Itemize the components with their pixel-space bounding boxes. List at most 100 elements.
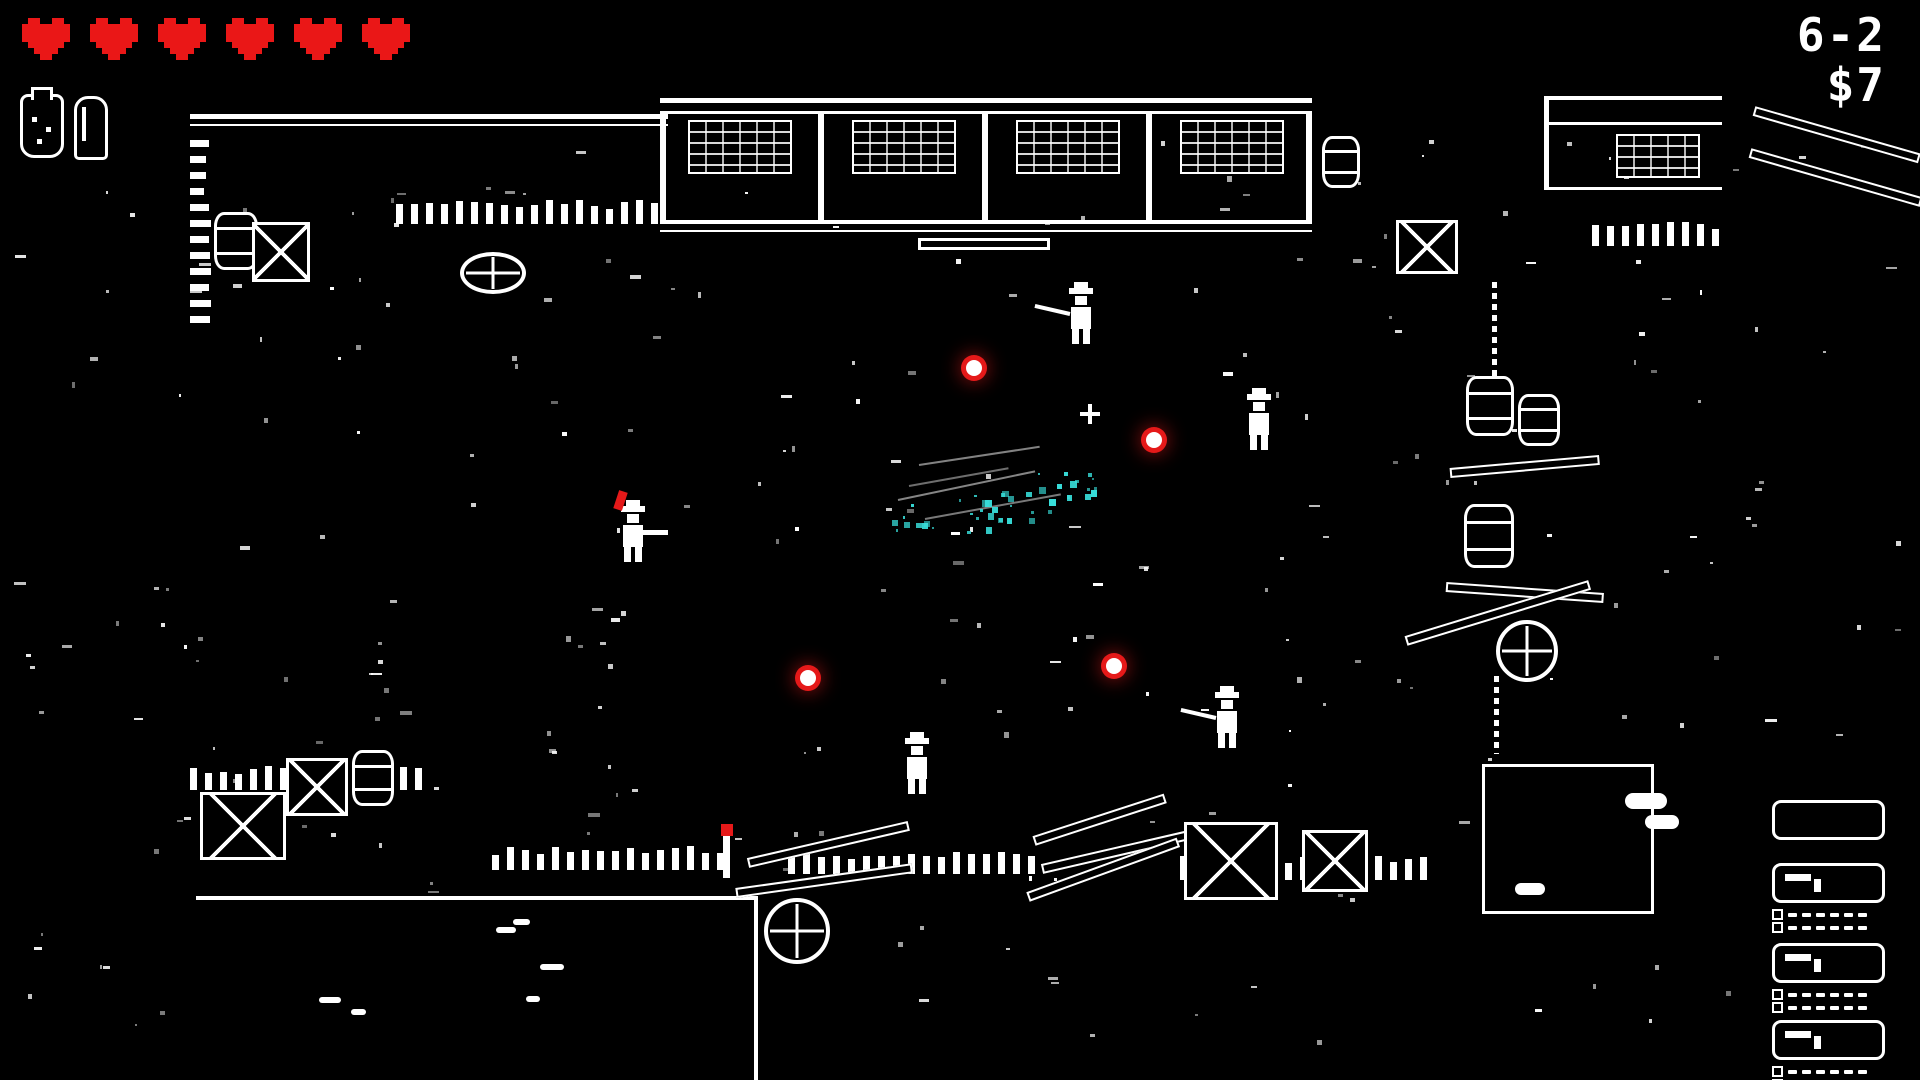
ammo-dash: [1816, 925, 1825, 930]
speck: [1050, 982, 1059, 985]
speck: [550, 400, 559, 405]
speck: [485, 186, 492, 190]
speck: [941, 678, 946, 684]
ammo-dash: [1788, 1069, 1797, 1074]
fence-post: [1682, 222, 1689, 246]
ammo-row: [1772, 989, 1867, 1000]
ammo-dash: [1802, 912, 1811, 917]
weapon-slot[interactable]: [1772, 800, 1885, 840]
gun-grip: [1814, 879, 1821, 892]
hat-top: [626, 500, 640, 508]
spark: [1075, 479, 1079, 484]
fence-post: [878, 856, 885, 874]
fence-post: [1697, 224, 1704, 246]
gun-barrel: [1785, 954, 1811, 961]
speck: [1473, 480, 1477, 486]
speck: [1690, 536, 1698, 539]
speck: [548, 749, 556, 753]
pouch-icon: [20, 94, 64, 158]
spark: [895, 529, 899, 532]
spark: [1093, 486, 1097, 490]
speck: [1765, 718, 1777, 723]
chain: [1492, 282, 1497, 380]
speck: [1139, 565, 1149, 569]
speck: [356, 344, 361, 350]
ammo-dash: [1858, 992, 1867, 997]
speck: [996, 710, 1003, 713]
brick-window: [1180, 120, 1284, 174]
money-counter: $7: [1826, 58, 1886, 112]
chain: [1494, 676, 1499, 754]
brick-window: [852, 120, 956, 174]
speck: [375, 716, 381, 722]
speck: [1251, 985, 1257, 989]
weapon-slot[interactable]: [1772, 1020, 1885, 1060]
speck: [783, 449, 787, 452]
ammo-dash: [1788, 912, 1797, 917]
speck: [597, 705, 603, 710]
speck: [1622, 714, 1628, 719]
speck: [1287, 784, 1292, 788]
speck: [183, 644, 187, 650]
spark: [892, 520, 899, 527]
barrel: [352, 750, 394, 806]
speck: [1003, 732, 1009, 738]
speck: [153, 587, 159, 591]
roof-mark: [319, 996, 341, 1003]
spark: [987, 513, 995, 520]
spark: [970, 512, 973, 516]
speck: [1264, 587, 1268, 593]
speck: [161, 623, 165, 627]
speck: [1338, 893, 1343, 898]
speck: [919, 925, 925, 931]
fence-post: [848, 858, 855, 874]
ammo-dash: [1858, 1069, 1867, 1074]
speck: [1699, 290, 1703, 295]
ammo-row: [1772, 1002, 1867, 1013]
weapon-slot[interactable]: [1772, 943, 1885, 983]
speck: [433, 786, 439, 790]
speck: [1726, 990, 1731, 996]
speck: [378, 659, 383, 664]
gun-grip: [1814, 1036, 1821, 1049]
ammo-row: [1772, 922, 1867, 933]
heart-icon: [294, 18, 342, 60]
speck: [301, 825, 307, 828]
speck: [607, 765, 612, 770]
spark: [1066, 495, 1070, 499]
building-right: [1544, 96, 1722, 190]
speck: [1733, 168, 1739, 172]
speck: [368, 673, 374, 676]
speck: [608, 664, 614, 670]
ammo-row: [1772, 1066, 1867, 1077]
torso: [1217, 711, 1237, 733]
speck: [134, 1024, 137, 1027]
speck: [1535, 1009, 1543, 1012]
speck: [263, 418, 268, 424]
speck: [198, 637, 203, 642]
proj: [1146, 432, 1162, 448]
fallen-wheel: [460, 252, 526, 294]
weapon-slot[interactable]: [1772, 863, 1885, 903]
speck: [1028, 875, 1033, 881]
crate: [1184, 822, 1278, 900]
speck: [781, 394, 793, 398]
speck: [1194, 288, 1198, 294]
fence-post: [190, 268, 211, 275]
gun-barrel: [1785, 874, 1811, 881]
enemy-cowboy: [1240, 388, 1278, 452]
brick-window: [688, 120, 792, 174]
spark: [991, 507, 998, 514]
spark: [1009, 504, 1013, 507]
spark: [1028, 518, 1035, 525]
speck: [190, 290, 202, 293]
fence-post: [522, 850, 529, 870]
ammo-dash: [1844, 1069, 1853, 1074]
cart-wheel: [764, 898, 830, 964]
speck: [61, 644, 72, 648]
speck: [697, 292, 701, 298]
ammo-dash: [1858, 912, 1867, 917]
speck: [1754, 327, 1758, 332]
